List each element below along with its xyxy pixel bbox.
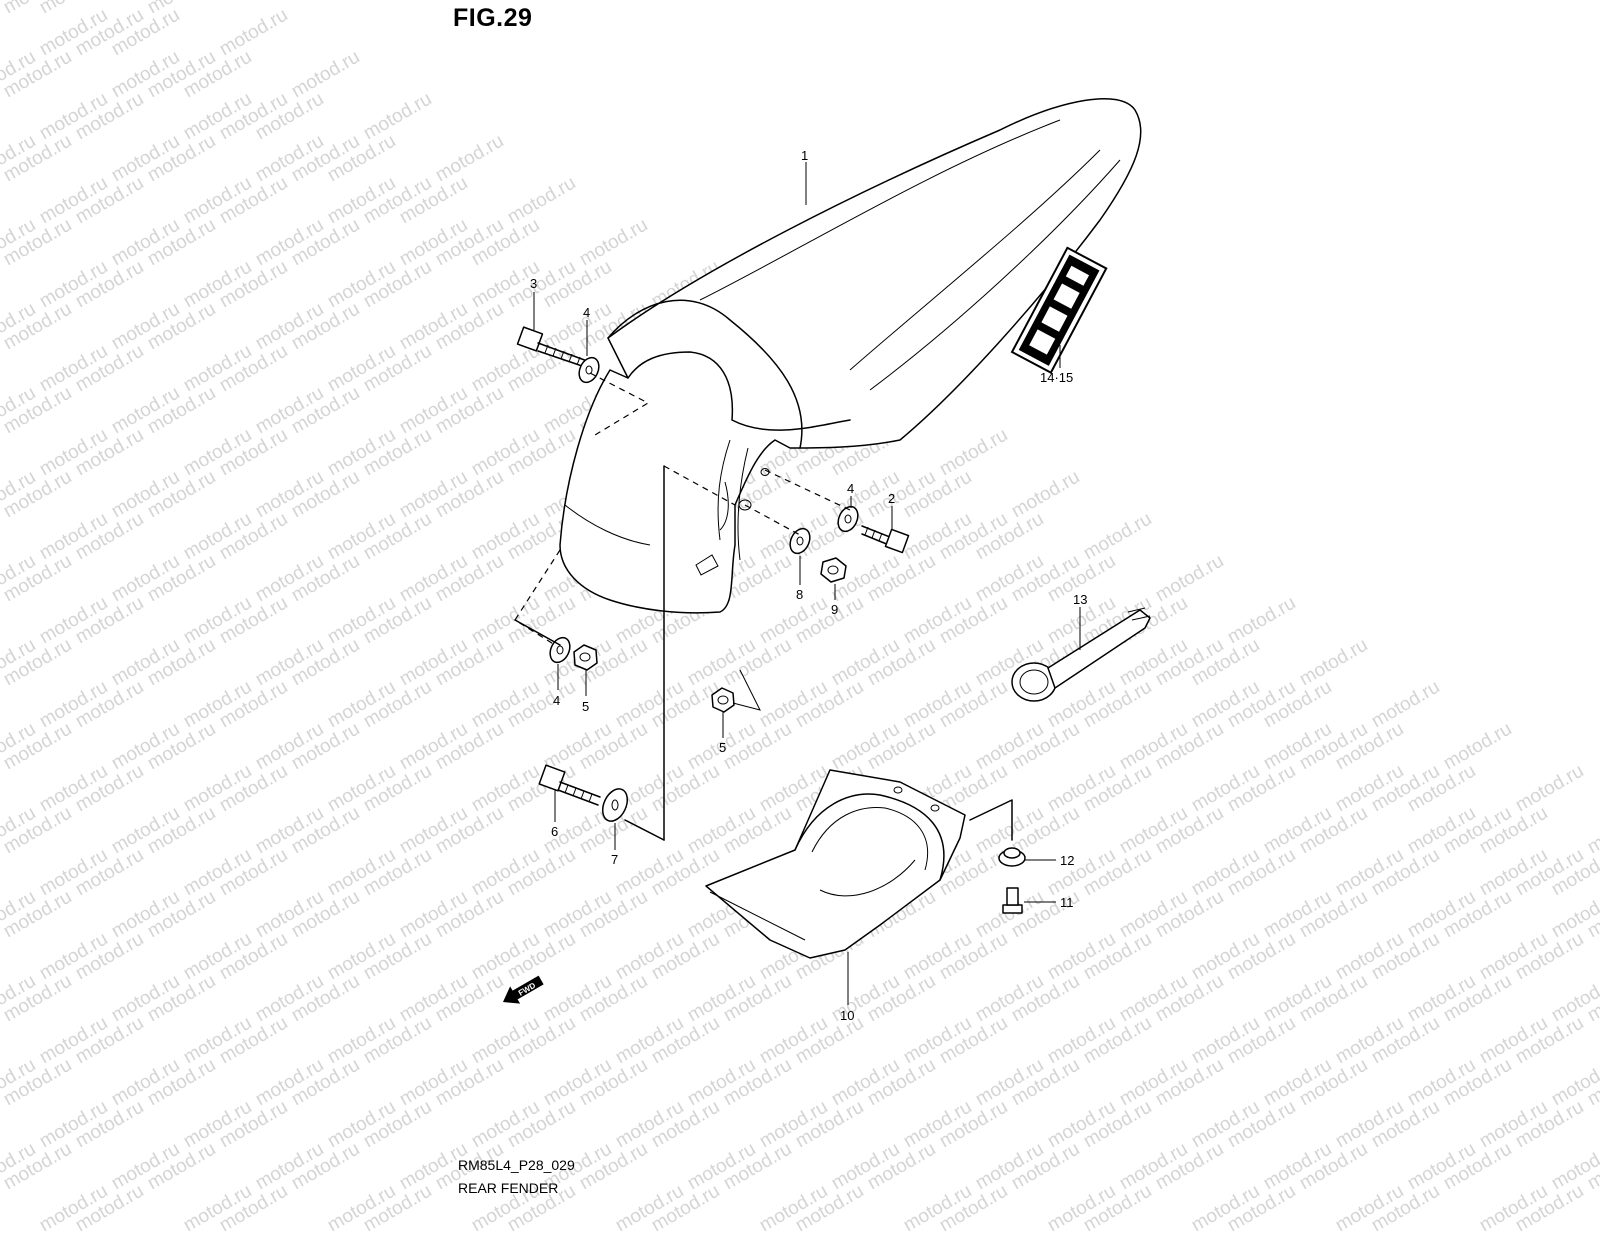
callout-5-right: 5 <box>719 740 726 755</box>
washer-8 <box>789 527 811 555</box>
nut-9 <box>820 557 847 583</box>
bolt-6 <box>538 764 601 806</box>
callout-leaders <box>533 162 1081 1005</box>
assembly-guide-lines <box>514 372 851 841</box>
nut-5-right <box>711 687 735 713</box>
callout-1: 1 <box>801 148 808 163</box>
washer-4-left <box>549 636 571 664</box>
callout-12: 12 <box>1060 853 1074 868</box>
callout-6: 6 <box>551 824 558 839</box>
callout-3: 3 <box>530 276 537 291</box>
mud-guard-part <box>705 769 966 959</box>
drawing-code: RM85L4_P28_029 <box>458 1157 575 1173</box>
decal-part <box>1010 246 1108 375</box>
washer-4-top <box>578 356 600 384</box>
rear-fender-part <box>559 98 1142 614</box>
tool-13 <box>1011 607 1151 702</box>
nut-12 <box>998 847 1026 867</box>
callout-7: 7 <box>611 852 618 867</box>
callout-11: 11 <box>1060 895 1074 910</box>
callout-14-15: 14·15 <box>1040 370 1073 385</box>
exploded-view-drawing: FWD 1 2 3 4 4 4 5 5 <box>503 98 1151 1023</box>
callout-13: 13 <box>1073 592 1087 607</box>
callout-8: 8 <box>796 587 803 602</box>
nut-5-left <box>573 644 598 671</box>
figure-title: FIG.29 <box>453 4 533 32</box>
callout-4-mid: 4 <box>847 481 854 496</box>
callout-10: 10 <box>840 1008 854 1023</box>
bolt-3 <box>516 326 591 369</box>
guard-leader <box>969 799 1013 841</box>
callout-4-top: 4 <box>583 305 590 320</box>
fwd-arrow: FWD <box>503 975 544 1004</box>
washer-7 <box>601 788 629 822</box>
drawing-name: REAR FENDER <box>458 1180 559 1196</box>
callout-2: 2 <box>888 491 895 506</box>
washer-4-mid <box>837 505 859 533</box>
callout-4-left: 4 <box>553 693 560 708</box>
bolt-2 <box>861 525 910 554</box>
callout-9: 9 <box>831 602 838 617</box>
bolt-11 <box>1002 887 1023 914</box>
callout-5-left: 5 <box>582 699 589 714</box>
